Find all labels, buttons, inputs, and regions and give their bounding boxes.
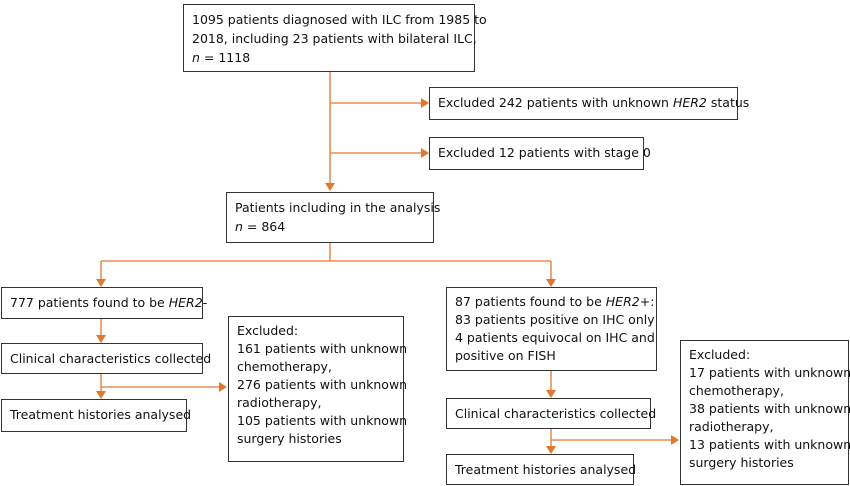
left-treatment-text: Treatment histories analysed	[10, 407, 192, 422]
right-treatment-text: Treatment histories analysed	[455, 462, 637, 477]
left-clinical-box: Clinical characteristics collected	[1, 343, 212, 374]
start-count: = 1118	[199, 50, 251, 65]
arrow-head	[96, 391, 106, 399]
right-excluded-line: chemotherapy,	[689, 383, 784, 398]
left-excluded-line: Excluded:	[237, 323, 299, 338]
start-line-1: 1095 patients diagnosed with ILC from 19…	[192, 12, 487, 27]
left-clinical-text: Clinical characteristics collected	[10, 351, 212, 366]
her2-positive-suffix: :	[650, 294, 655, 309]
n-symbol: n	[192, 50, 200, 65]
left-excluded-line: 161 patients with unknown	[237, 341, 408, 356]
right-clinical-text: Clinical characteristics collected	[455, 406, 657, 421]
her2-term: HER2	[672, 95, 707, 110]
left-excluded-line: 276 patients with unknown	[237, 377, 408, 392]
her2-negative-prefix: 777 patients found to be	[10, 295, 169, 310]
excluded-stage0-box: Excluded 12 patients with stage 0	[429, 137, 651, 170]
start-line-3: n = 1118	[192, 48, 466, 67]
start-box: 1095 patients diagnosed with ILC from 19…	[183, 4, 487, 72]
her2-positive-prefix: 87 patients found to be	[455, 294, 606, 309]
excluded-her2-unknown-text: Excluded 242 patients with unknown HER2 …	[438, 93, 749, 112]
arrow-head	[546, 390, 556, 398]
her2-positive-line-3: 4 patients equivocal on IHC and	[455, 330, 655, 345]
arrow-head	[96, 335, 106, 343]
her2-negative-text: 777 patients found to be HER2-	[10, 293, 207, 312]
left-excluded-line: 105 patients with unknown	[237, 413, 408, 428]
left-excluded-line: radiotherapy,	[237, 395, 322, 410]
left-excluded-line: surgery histories	[237, 431, 342, 446]
right-excluded-line: 38 patients with unknown	[689, 401, 850, 416]
excluded-stage0-text: Excluded 12 patients with stage 0	[438, 145, 651, 160]
start-line-2: 2018, including 23 patients with bilater…	[192, 31, 477, 46]
right-excluded-line: surgery histories	[689, 455, 794, 470]
right-excluded-line: Excluded:	[689, 347, 751, 362]
right-excluded-line: 17 patients with unknown	[689, 365, 850, 380]
her2-negative-term: HER2-	[168, 295, 208, 310]
arrow-head	[96, 279, 106, 287]
her2-positive-box: 87 patients found to be HER2+: 83 patien…	[446, 287, 657, 371]
her2-positive-term: HER2+	[605, 294, 651, 309]
left-excluded-box: Excluded: 161 patients with unknown chem…	[228, 316, 408, 462]
arrow-head	[546, 279, 556, 287]
left-treatment-box: Treatment histories analysed	[1, 399, 192, 432]
right-excluded-box: Excluded: 17 patients with unknown chemo…	[680, 340, 850, 485]
right-excluded-line: 13 patients with unknown	[689, 437, 850, 452]
her2-positive-line-1: 87 patients found to be HER2+:	[455, 293, 654, 311]
analysis-line-2: n = 864	[235, 217, 425, 236]
analysis-box: Patients including in the analysis n = 8…	[226, 192, 441, 243]
right-clinical-box: Clinical characteristics collected	[446, 398, 657, 429]
arrow-head	[219, 382, 227, 392]
analysis-line-1: Patients including in the analysis	[235, 200, 441, 215]
arrow-head	[421, 98, 429, 108]
her2-positive-line-2: 83 patients positive on IHC only	[455, 312, 655, 327]
her2-negative-box: 777 patients found to be HER2-	[1, 287, 207, 319]
right-treatment-box: Treatment histories analysed	[446, 454, 637, 485]
arrow-head	[546, 446, 556, 454]
arrow-head	[325, 183, 335, 191]
excluded-her2-prefix: Excluded 242 patients with unknown	[438, 95, 673, 110]
arrow-head	[421, 148, 429, 158]
left-excluded-line: chemotherapy,	[237, 359, 332, 374]
right-excluded-line: radiotherapy,	[689, 419, 774, 434]
arrow-head	[671, 435, 679, 445]
excluded-her2-unknown-box: Excluded 242 patients with unknown HER2 …	[429, 87, 749, 120]
excluded-her2-suffix: status	[706, 95, 750, 110]
her2-positive-line-4: positive on FISH	[455, 348, 556, 363]
n-symbol: n	[235, 219, 243, 234]
analysis-count: = 864	[242, 219, 286, 234]
